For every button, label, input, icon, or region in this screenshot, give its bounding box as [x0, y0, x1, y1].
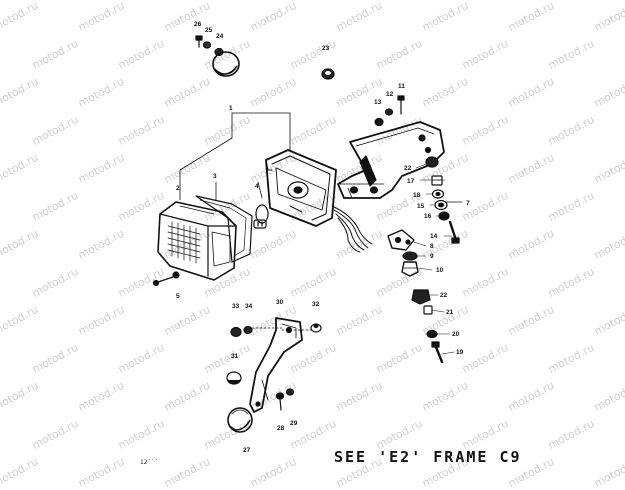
part-28-nut [275, 392, 285, 411]
part-5-screw [152, 275, 177, 287]
part-22-nut-upper [425, 156, 439, 168]
callout-24: 24 [216, 33, 224, 40]
callout-23: 23 [322, 45, 330, 52]
exploded-parts-diagram: 26 25 24 23 11 12 13 1 2 3 4 22 17 18 15… [152, 21, 470, 454]
part-12-washer [384, 108, 394, 116]
part-10-nut [401, 261, 419, 277]
part-21-spacer [423, 305, 433, 315]
callout-18: 18 [413, 192, 421, 199]
part-18-washer [431, 189, 445, 199]
part-cap-top [212, 51, 240, 77]
part-8-plate [387, 229, 415, 251]
callout-8: 8 [430, 243, 434, 250]
callout-26: 26 [194, 21, 202, 28]
part-17-spacer [431, 175, 443, 186]
part-16-nut [438, 211, 450, 221]
callout-19: 19 [456, 349, 464, 356]
part-33-nut [230, 326, 242, 338]
callout-2: 2 [176, 185, 180, 192]
part-25-washer [202, 41, 212, 49]
callout-33: 33 [232, 303, 240, 310]
leader-lines [413, 163, 455, 355]
callout-25: 25 [205, 27, 213, 34]
callout-1: 1 [229, 105, 233, 112]
part-6-washer [172, 271, 180, 279]
callout-3: 3 [213, 173, 217, 180]
callout-16: 16 [424, 213, 432, 220]
callout-31: 31 [231, 353, 239, 360]
part-13-nut [374, 117, 384, 127]
callout-7: 7 [466, 200, 470, 207]
part-19-bolt [431, 341, 444, 364]
part-22-nut-lower [411, 289, 431, 305]
callout-21: 21 [446, 309, 454, 316]
part-7-bracket [337, 121, 445, 199]
part-26-bolt [195, 35, 203, 48]
callout-17: 17 [407, 178, 415, 185]
callout-34: 34 [245, 303, 253, 310]
callout-22a: 22 [404, 165, 412, 172]
part-31-cushion [226, 371, 242, 385]
callout-13: 13 [374, 99, 382, 106]
callout-5: 5 [176, 293, 180, 300]
part-4-bulb [253, 204, 269, 229]
part-23-grommet [321, 68, 335, 80]
part-2-lamp-lens [157, 201, 237, 281]
callout-10: 10 [436, 267, 444, 274]
part-34-washer [243, 325, 253, 335]
part-9-cushion [402, 251, 418, 261]
callout-11: 11 [398, 83, 405, 90]
callout-9: 9 [430, 253, 434, 260]
callout-4: 4 [255, 183, 259, 190]
part-20-washer [426, 329, 438, 339]
leader-lines-1 [179, 112, 291, 201]
part-15-washer [434, 199, 448, 211]
part-14-bolt [448, 220, 460, 244]
callout-30: 30 [276, 299, 284, 306]
wiring-harness [331, 205, 373, 253]
drawing-code: 12´´´ [140, 459, 159, 466]
callout-20: 20 [452, 331, 460, 338]
callout-22b: 22 [440, 292, 448, 299]
lamp-housing [265, 149, 337, 227]
callout-15: 15 [417, 203, 425, 210]
callout-29: 29 [290, 420, 298, 427]
part-3-gasket [195, 195, 253, 263]
frame-caption: SEE 'E2' FRAME C9 [334, 448, 522, 466]
callout-32: 32 [312, 301, 320, 308]
callout-12: 12 [386, 91, 394, 98]
part-32-grommet [310, 323, 322, 333]
part-30-bracket [249, 317, 313, 413]
part-27-reflector [227, 407, 253, 433]
part-29-washer [285, 388, 295, 396]
callout-28: 28 [277, 425, 285, 432]
callout-27: 27 [243, 447, 251, 454]
callout-14: 14 [430, 233, 438, 240]
part-11-bolt [397, 95, 405, 115]
